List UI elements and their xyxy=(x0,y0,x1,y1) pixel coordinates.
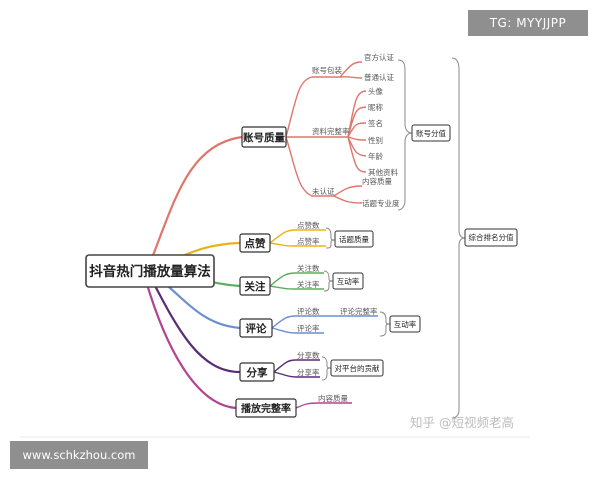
play-node: 播放完整率 xyxy=(241,402,291,415)
packaging-items-link xyxy=(339,61,363,79)
account-to-packaging-link xyxy=(285,76,340,138)
comment-item-rate: 评论率 xyxy=(297,323,320,333)
follow-item-rate: 关注率 xyxy=(297,279,320,289)
comment-items-link xyxy=(271,315,378,334)
play-items-link xyxy=(295,402,352,409)
share-result-box xyxy=(330,359,384,377)
account-score-label: 账号分值 xyxy=(416,128,446,138)
root-node-box xyxy=(85,254,215,288)
share-node: 分享 xyxy=(247,366,268,379)
like-node-box xyxy=(239,233,271,253)
packaging-label: 账号包装 xyxy=(312,65,342,75)
follow-result-label: 互动率 xyxy=(337,276,360,286)
packaging-item-official: 官方认证 xyxy=(364,52,394,62)
unverified-item-topic: 话题专业度 xyxy=(362,198,400,208)
share-item-rate: 分享率 xyxy=(297,367,320,377)
packaging-item-normal: 普通认证 xyxy=(364,72,394,82)
watermark-text: 知乎 @短视频老高 xyxy=(410,415,514,430)
share-result-label: 对平台的贡献 xyxy=(335,363,380,373)
account-score-bracket xyxy=(397,59,413,211)
like-node: 点赞 xyxy=(245,237,266,250)
comment-result-box xyxy=(389,315,421,333)
profile-item-nickname: 昵称 xyxy=(368,102,383,112)
like-result-label: 话题质量 xyxy=(339,234,369,244)
follow-node: 关注 xyxy=(245,280,266,293)
profile-item-avatar: 头像 xyxy=(368,86,383,96)
unverified-item-content: 内容质量 xyxy=(362,176,392,186)
root-to-play-connector xyxy=(144,279,238,410)
like-item-count: 点赞数 xyxy=(297,220,320,230)
like-result-bracket xyxy=(325,227,336,249)
profile-item-signature: 签名 xyxy=(368,118,383,128)
share-items-link xyxy=(273,359,320,378)
final-score-bracket xyxy=(451,57,466,419)
final-score-box xyxy=(464,228,518,247)
comment-node: 评论 xyxy=(246,322,267,335)
comment-extra-label: 评论完整率 xyxy=(340,306,378,316)
follow-item-count: 关注数 xyxy=(297,263,320,273)
like-result-box xyxy=(334,230,374,248)
comment-result-bracket xyxy=(379,311,391,337)
like-items-link xyxy=(269,229,326,247)
follow-node-box xyxy=(239,276,271,296)
root-node: 抖音热门播放量算法 xyxy=(89,263,211,280)
unverified-label: 未认证 xyxy=(312,186,335,196)
profile-label: 资料完整率 xyxy=(312,126,350,136)
account-node-box xyxy=(241,126,287,148)
follow-items-link xyxy=(269,272,324,290)
play-item-content: 内容质量 xyxy=(318,393,348,403)
account-to-unverified-link xyxy=(285,136,334,197)
like-item-rate: 点赞率 xyxy=(297,236,320,246)
final-score-label: 综合排名分值 xyxy=(469,232,514,242)
comment-node-box xyxy=(239,318,273,338)
profile-item-other: 其他资料 xyxy=(368,167,398,177)
account-score-box xyxy=(411,124,451,142)
account-node: 账号质量 xyxy=(242,131,285,144)
header-badge: TG: MYYJJPP xyxy=(468,10,588,36)
follow-result-box xyxy=(332,272,364,290)
share-node-box xyxy=(239,362,275,382)
footer-badge[interactable]: www.schkzhou.com xyxy=(10,441,148,469)
share-item-count: 分享数 xyxy=(297,350,320,360)
root-to-account-connector xyxy=(148,135,244,265)
profile-item-age: 年龄 xyxy=(368,151,383,161)
comment-item-count: 评论数 xyxy=(297,306,320,316)
comment-result-label: 互动率 xyxy=(394,319,417,329)
share-result-bracket xyxy=(321,356,332,381)
root-to-share-connector xyxy=(150,278,242,374)
profile-items-link xyxy=(347,90,367,173)
play-node-box xyxy=(235,398,297,418)
follow-result-bracket xyxy=(323,270,334,292)
unverified-items-link xyxy=(333,185,363,204)
profile-item-gender: 性别 xyxy=(368,135,383,145)
